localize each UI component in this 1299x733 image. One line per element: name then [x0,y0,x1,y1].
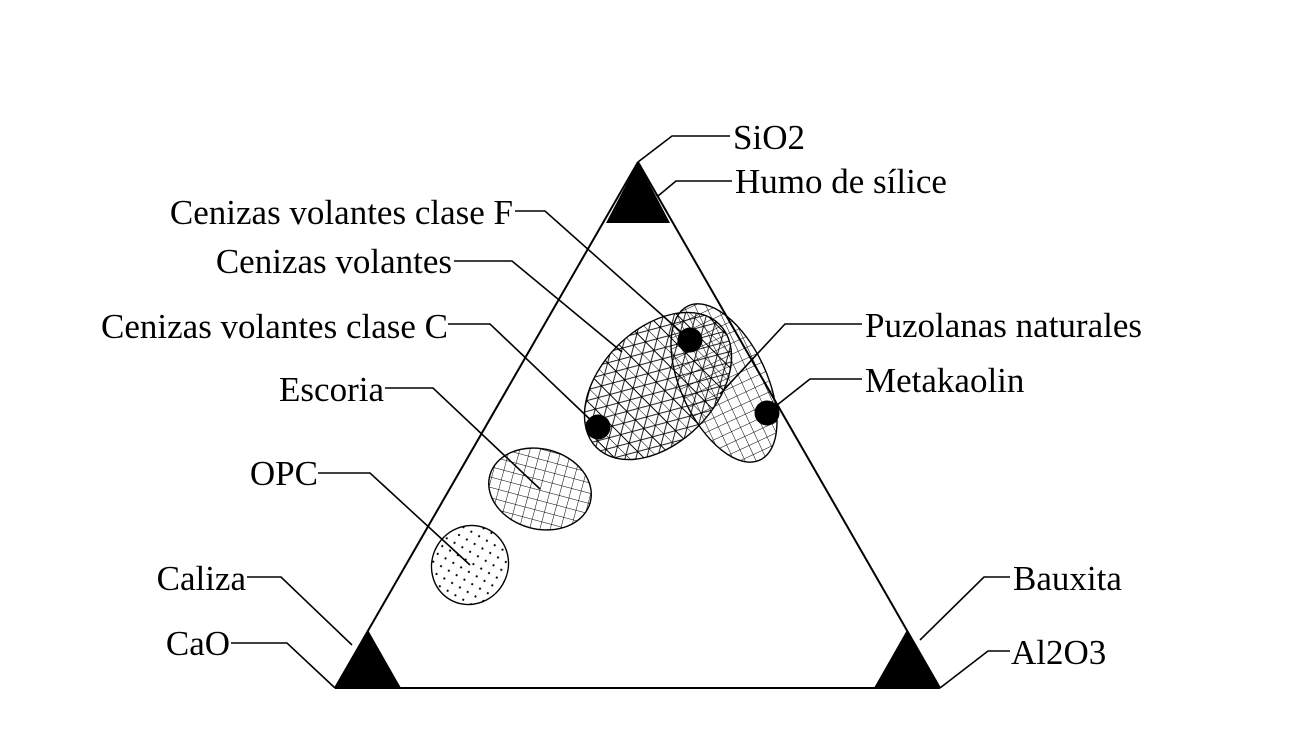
caliza-label: Caliza [157,559,247,598]
sio2-label: SiO2 [733,118,805,157]
metakaolin-label: Metakaolin [865,361,1024,400]
al2o3-corner-marker [874,630,940,688]
cenizas-c-label: Cenizas volantes clase C [101,307,448,346]
puzolanas-leader [719,323,862,395]
sio2-corner-marker [606,162,670,223]
sio2-leader [637,135,730,163]
cenizas-f-leader [515,210,691,341]
humo-de-silice-label: Humo de sílice [735,162,947,201]
humo-leader [657,180,732,197]
metakaolin-leader [766,378,862,414]
cao-label: CaO [166,624,230,663]
caliza-leader [247,576,353,646]
triangle-right-edge [637,161,941,689]
leader-lines [231,135,1010,689]
bauxita-leader [919,576,1010,641]
cenizas-c-leader [448,323,599,428]
puzolanas-label: Puzolanas naturales [865,306,1142,345]
opc-label: OPC [250,454,318,493]
cenizas-label: Cenizas volantes [216,242,452,281]
escoria-leader [385,387,541,490]
cao-corner-marker [335,630,401,688]
opc-leader [318,472,471,566]
cao-leader [231,642,336,689]
cenizas-leader [454,260,623,353]
al2o3-leader [939,650,1010,689]
cenizas-f-label: Cenizas volantes clase F [170,193,513,232]
bauxita-label: Bauxita [1013,559,1122,598]
escoria-label: Escoria [279,370,384,409]
al2o3-label: Al2O3 [1011,633,1106,672]
